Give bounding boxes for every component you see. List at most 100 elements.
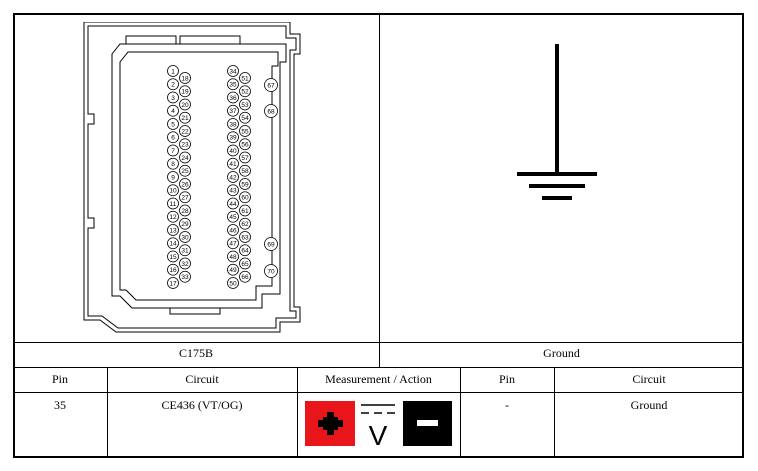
pin-number: 58 [241,168,249,175]
pin-number: 47 [229,241,237,248]
pin-number: 61 [241,208,249,215]
pin-number: 16 [169,267,177,274]
pin-number: 36 [229,95,237,102]
pin-number: 68 [267,108,275,115]
pin-number: 64 [241,248,249,255]
connector-pin: 48 [227,250,239,263]
pin-number: 51 [241,75,249,82]
connector-pin: 67 [264,78,278,92]
connector-pin: 7 [167,144,179,157]
connector-pin: 43 [227,184,239,197]
connector-pin: 13 [167,224,179,236]
pin-number: 56 [241,142,249,149]
connector-pin: 15 [167,250,179,263]
pinout-table [13,13,744,458]
pin-number: 35 [229,82,237,89]
pin-number: 60 [241,195,249,202]
plus-icon [305,401,355,446]
pin-number: 41 [229,161,237,168]
connector-pin: 1 [167,65,179,77]
connector-pin: 22 [179,125,191,137]
connector-pin: 5 [167,118,179,130]
connector-face-diagram: 1234567891011121314151617181920212223242… [83,22,301,333]
connector-pin: 69 [264,237,278,251]
connector-pin: 34 [227,65,239,77]
dc-voltage-icon: V [361,404,395,448]
connector-pin: 14 [167,237,179,250]
pin-number: 46 [229,227,237,234]
connector-pin: 45 [227,210,239,223]
connector-pin: 30 [179,231,191,243]
pin-number: 3 [171,95,175,102]
connector-pin: 52 [239,85,251,98]
connector-pin: 70 [264,264,278,278]
pin-number: 9 [171,174,175,181]
header-circuit: Circuit [185,372,219,386]
connector-pin: 21 [179,111,191,124]
pin-number: 37 [229,108,237,115]
pin-number: 44 [229,201,237,208]
pin-number: 19 [181,89,189,96]
connector-pin: 35 [227,78,239,91]
header-pin: Pin [51,372,68,386]
pin-number: 33 [181,274,189,281]
connector-pin: 8 [167,157,179,170]
connector-pin: 49 [227,263,239,276]
divider [13,367,744,368]
connector-pin: 10 [167,184,179,197]
pin-number: 43 [229,188,237,195]
header-circuit-2: Circuit [632,372,666,386]
pin-number: 40 [229,148,237,155]
pin-number: 7 [171,148,175,155]
pin-number: 12 [169,214,177,221]
pin-number: 70 [267,268,275,275]
connector-pin: 64 [239,244,251,257]
connector-pin: 6 [167,131,179,144]
pin-number: 29 [181,221,189,228]
pin-number: 42 [229,174,237,181]
connector-pin: 63 [239,231,251,243]
pin-number: 28 [181,208,189,215]
connector-pin: 24 [179,151,191,164]
ground-label: Ground [543,346,580,360]
connector-pin: 4 [167,104,179,117]
connector-pin: 68 [264,104,278,118]
pin-number: 62 [241,221,249,228]
divider [460,367,461,458]
voltage-symbol: V [369,420,388,448]
connector-pin: 44 [227,197,239,210]
connector-pin: 28 [179,204,191,217]
pin-number: 30 [181,234,189,241]
pin-number: 25 [181,168,189,175]
connector-pin: 37 [227,104,239,117]
pin-number: 48 [229,254,237,261]
connector-pin: 40 [227,144,239,157]
pin-number: 69 [267,241,275,248]
connector-pin: 41 [227,157,239,170]
pin-number: 66 [241,274,249,281]
connector-pin: 2 [167,78,179,91]
pin-number: 13 [169,227,177,234]
pin-number: 17 [169,280,177,287]
connector-pin: 31 [179,244,191,257]
connector-pin: 12 [167,210,179,223]
connector-pin: 65 [239,257,251,270]
pin-number: 2 [171,82,175,89]
connector-pin: 51 [239,72,251,84]
row-pin: 35 [54,398,66,412]
pin-number: 45 [229,214,237,221]
connector-pin: 29 [179,217,191,230]
pin-number: 50 [229,280,237,287]
connector-pin: 23 [179,138,191,151]
connector-pin: 16 [167,263,179,276]
connector-pin: 27 [179,191,191,204]
connector-pin: 58 [239,164,251,177]
pin-number: 8 [171,161,175,168]
pin-number: 26 [181,181,189,188]
connector-pin: 18 [179,72,191,84]
pin-number: 6 [171,135,175,142]
pin-number: 39 [229,135,237,142]
minus-icon [403,401,452,446]
pin-number: 14 [169,241,177,248]
connector-pin: 11 [167,197,179,210]
